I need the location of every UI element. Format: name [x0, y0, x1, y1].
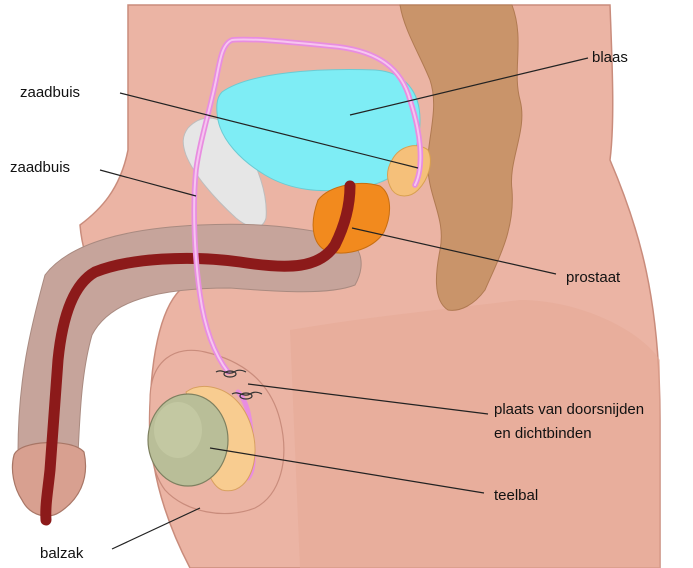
- label-prostaat: prostaat: [566, 269, 621, 286]
- label-teelbal: teelbal: [494, 487, 538, 504]
- label-zaadbuis-mid: zaadbuis: [10, 159, 70, 176]
- thigh-shade: [290, 300, 660, 568]
- label-plaats-line2: en dichtbinden: [494, 425, 592, 442]
- label-balzak: balzak: [40, 545, 84, 562]
- label-blaas: blaas: [592, 49, 628, 66]
- label-plaats-line1: plaats van doorsnijden: [494, 401, 644, 418]
- testis-highlight: [154, 402, 202, 458]
- label-zaadbuis-top: zaadbuis: [20, 84, 80, 101]
